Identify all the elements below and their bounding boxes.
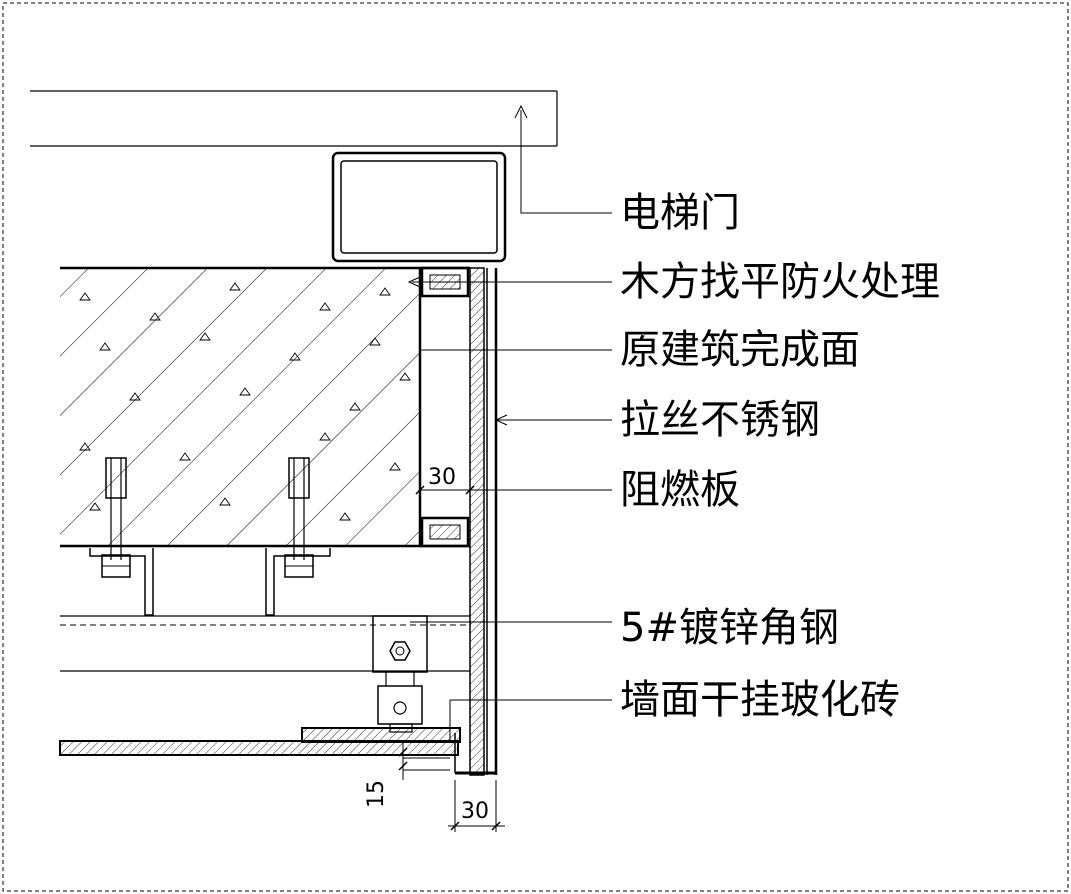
label-wood-batten: 木方找平防火处理 — [620, 259, 940, 305]
angle-steel-right — [265, 548, 331, 616]
elevator-door-section — [331, 151, 507, 263]
angle-steel-left — [89, 548, 154, 616]
label-elevator-door: 电梯门 — [620, 190, 740, 236]
label-original-surface: 原建筑完成面 — [620, 327, 860, 373]
door-frame-lines — [30, 90, 558, 147]
label-fire-board: 阻燃板 — [620, 467, 740, 513]
dim-bottom-width: 30 — [461, 799, 489, 824]
anchor-bolt-left — [101, 457, 131, 578]
hanging-clip — [372, 615, 428, 733]
label-brushed-steel: 拉丝不锈钢 — [620, 397, 820, 443]
anchor-bolt-right — [284, 457, 314, 578]
fire-board — [469, 267, 485, 776]
wood-batten-bottom — [420, 516, 470, 548]
leader-lines — [407, 104, 612, 740]
dim-tile-offset: 15 — [364, 780, 389, 808]
dimension-lines — [398, 485, 505, 832]
dim-board-gap: 30 — [428, 465, 456, 490]
label-angle-steel: 5#镀锌角钢 — [620, 605, 839, 651]
concrete-wall — [60, 266, 470, 548]
keel-lines — [60, 615, 470, 672]
label-wall-tile: 墙面干挂玻化砖 — [620, 677, 900, 723]
floor-tile — [59, 727, 461, 756]
